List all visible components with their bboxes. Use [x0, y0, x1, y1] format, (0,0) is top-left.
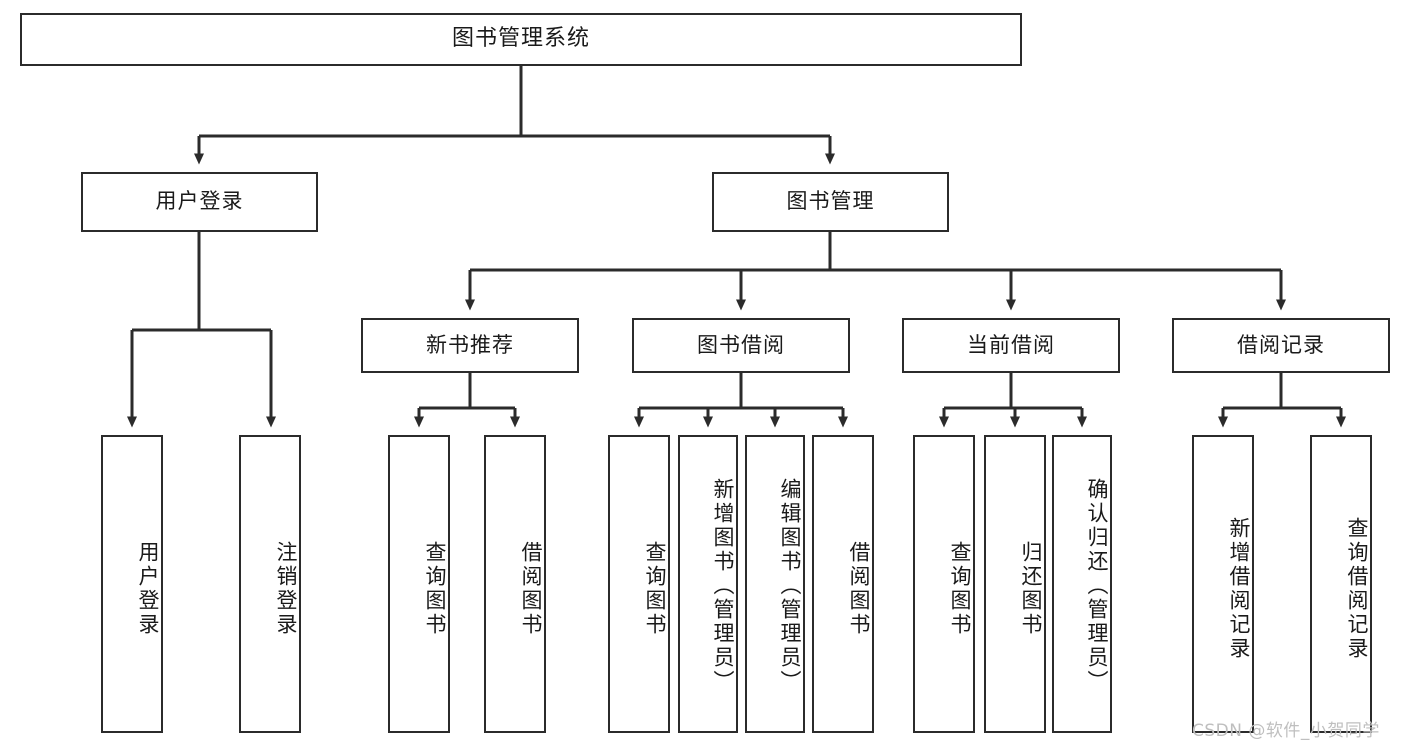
node-label: 注销登录: [274, 541, 298, 637]
node-label: 查询图书: [643, 541, 667, 637]
node-user-login[interactable]: 用户登录: [81, 172, 318, 232]
node-label: 图书管理系统: [451, 26, 590, 52]
node-label: 借阅图书: [519, 541, 543, 637]
node-book-borrow[interactable]: 图书借阅: [632, 318, 850, 373]
node-label: 新书推荐: [426, 332, 514, 357]
node-label: 图书管理: [786, 189, 875, 214]
watermark-text: CSDN @软件_小贺同学: [1192, 721, 1380, 741]
node-query-book-1[interactable]: 查询图书: [388, 435, 450, 733]
node-borrow-book-2[interactable]: 借阅图书: [812, 435, 874, 733]
node-label: 借阅图书: [847, 541, 871, 637]
node-user-logout-action[interactable]: 注销登录: [239, 435, 301, 733]
node-user-login-action[interactable]: 用户登录: [101, 435, 163, 733]
node-label: 图书借阅: [697, 332, 785, 357]
node-book-management[interactable]: 图书管理: [712, 172, 949, 232]
node-add-borrow-record[interactable]: 新增借阅记录: [1192, 435, 1254, 733]
node-label: 归还图书: [1019, 541, 1043, 637]
node-add-book-admin[interactable]: 新增图书（管理员）: [678, 435, 738, 733]
node-confirm-return-admin[interactable]: 确认归还（管理员）: [1052, 435, 1112, 733]
node-borrow-records[interactable]: 借阅记录: [1172, 318, 1390, 373]
node-label: 新增借阅记录: [1227, 517, 1251, 661]
node-query-book-3[interactable]: 查询图书: [913, 435, 975, 733]
node-label: 用户登录: [155, 189, 244, 214]
node-return-book[interactable]: 归还图书: [984, 435, 1046, 733]
node-root-system[interactable]: 图书管理系统: [20, 13, 1022, 66]
node-query-borrow-record[interactable]: 查询借阅记录: [1310, 435, 1372, 733]
node-label: 借阅记录: [1237, 332, 1325, 357]
node-label: 查询图书: [423, 541, 447, 637]
node-label: 新增图书（管理员）: [711, 478, 735, 694]
node-borrow-book-1[interactable]: 借阅图书: [484, 435, 546, 733]
node-label: 确认归还（管理员）: [1085, 478, 1109, 694]
node-edit-book-admin[interactable]: 编辑图书（管理员）: [745, 435, 805, 733]
node-label: 用户登录: [136, 541, 160, 637]
node-label: 当前借阅: [967, 332, 1055, 357]
node-query-book-2[interactable]: 查询图书: [608, 435, 670, 733]
node-label: 查询图书: [948, 541, 972, 637]
node-label: 编辑图书（管理员）: [778, 478, 802, 694]
node-label: 查询借阅记录: [1345, 517, 1369, 661]
node-new-book-recommend[interactable]: 新书推荐: [361, 318, 579, 373]
node-current-borrow[interactable]: 当前借阅: [902, 318, 1120, 373]
